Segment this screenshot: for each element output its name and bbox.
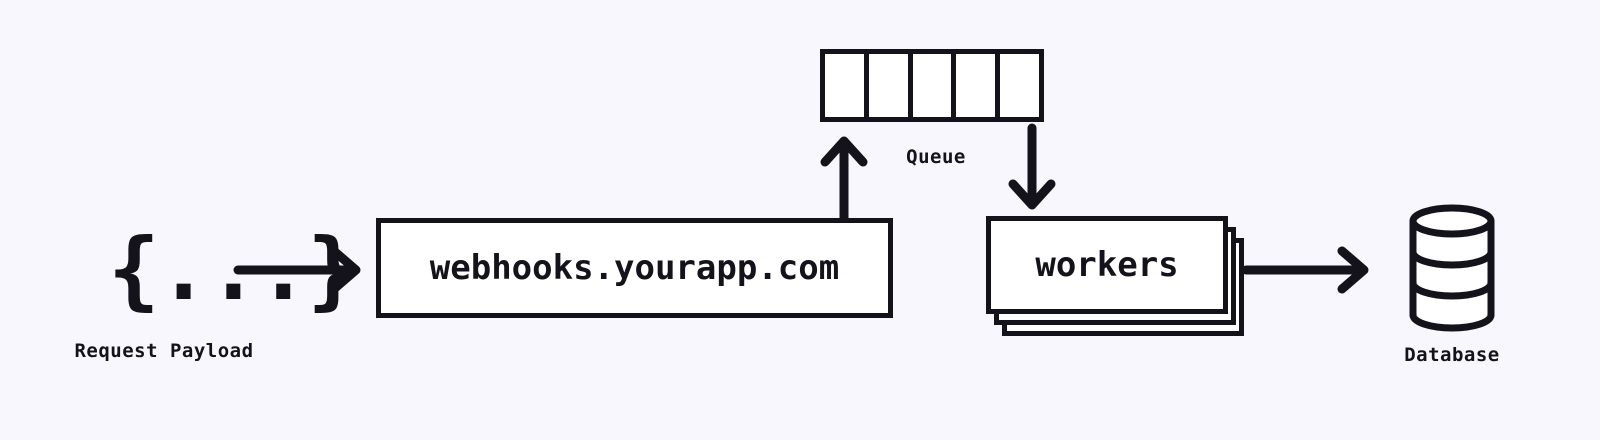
workers-label: workers xyxy=(1035,245,1179,285)
queue-caption: Queue xyxy=(906,146,966,168)
queue-cell xyxy=(956,54,1001,117)
arrow-right-icon xyxy=(1241,246,1369,294)
queue-cell xyxy=(1000,54,1039,117)
node-request-payload[interactable]: {...} xyxy=(108,220,359,320)
queue-cell xyxy=(912,54,957,117)
workers-stack-layer-front: workers xyxy=(986,216,1228,314)
node-webhooks-endpoint[interactable]: webhooks.yourapp.com xyxy=(376,218,893,318)
request-payload-caption: Request Payload xyxy=(74,340,254,362)
arrow-down-icon xyxy=(1008,123,1056,210)
json-braces-icon: {...} xyxy=(108,220,359,320)
arrow-right-icon xyxy=(233,246,361,294)
node-workers[interactable]: workers xyxy=(986,216,1244,336)
queue-cell xyxy=(868,54,913,117)
arrow-payload-to-webhooks xyxy=(233,246,368,294)
arrow-workers-to-database xyxy=(1241,246,1376,294)
arrow-queue-to-workers xyxy=(1008,123,1056,210)
arrow-up-icon xyxy=(820,136,868,223)
queue-cell xyxy=(825,54,869,117)
database-caption: Database xyxy=(1404,344,1500,366)
database-cylinder-icon xyxy=(1409,204,1495,332)
arrow-webhooks-to-queue xyxy=(820,136,868,223)
node-queue[interactable] xyxy=(820,49,1044,122)
webhooks-endpoint-label: webhooks.yourapp.com xyxy=(429,248,840,288)
node-database[interactable] xyxy=(1409,204,1495,332)
